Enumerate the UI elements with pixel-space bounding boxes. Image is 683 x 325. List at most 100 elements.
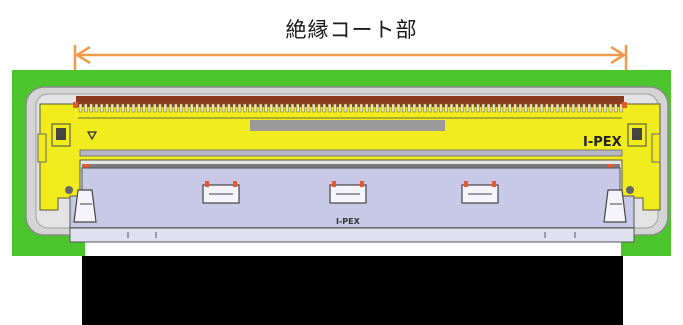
contact-pin (205, 103, 210, 113)
contact-pin (322, 103, 327, 113)
contact-pin (571, 103, 576, 113)
contact-pin (402, 103, 406, 113)
brand-mark-lower: I-PEX (336, 217, 361, 226)
contact-pin (364, 103, 369, 113)
contact-pin (391, 103, 395, 113)
contact-pin (137, 103, 141, 113)
contact-pin (227, 103, 231, 113)
actuator-latches (202, 181, 499, 204)
contact-pin (460, 103, 464, 113)
contact-pin (190, 103, 194, 113)
contact-pin (216, 103, 221, 113)
contact-pin (614, 103, 618, 113)
contact-pin (545, 103, 549, 113)
contact-pin (338, 103, 342, 113)
insulation-coat-label: 絶縁コート部 (285, 18, 418, 42)
contact-pin (290, 103, 295, 113)
contact-pin (195, 103, 199, 113)
contact-pin (465, 103, 470, 113)
contact-pin (343, 103, 348, 113)
contact-pin (508, 103, 512, 113)
contact-pin (285, 103, 289, 113)
contact-pin (481, 103, 486, 113)
contact-pin (598, 103, 602, 113)
contact-pin (566, 103, 570, 113)
contact-pin (248, 103, 252, 113)
contact-pin (534, 103, 539, 113)
contact-pin (423, 103, 427, 113)
contact-pin (428, 103, 433, 113)
contact-pin (253, 103, 258, 113)
contact-pin (354, 103, 358, 113)
contact-pin (280, 103, 284, 113)
contact-pin (449, 103, 454, 113)
contact-pin (349, 103, 353, 113)
contact-pin (243, 103, 247, 113)
contact-pin (592, 103, 597, 113)
contact-pin (258, 103, 263, 113)
contact-pin (327, 103, 332, 113)
contact-pin (211, 103, 215, 113)
contact-pin (497, 103, 501, 113)
contact-pin (174, 103, 178, 113)
contact-pin (555, 103, 560, 113)
contact-pin (386, 103, 390, 113)
contact-pin (232, 103, 236, 113)
contact-pin (301, 103, 305, 113)
contact-pin (78, 103, 83, 113)
contact-pin (492, 103, 496, 113)
contact-pin (513, 103, 517, 113)
contact-pin (317, 103, 321, 113)
contact-pin (439, 103, 443, 113)
contact-pin (370, 103, 374, 113)
contact-pin (184, 103, 189, 113)
contact-pin (221, 103, 226, 113)
contact-strip (76, 96, 624, 107)
contact-pin (476, 103, 480, 113)
contact-pin (126, 103, 130, 113)
contact-pin (529, 103, 533, 113)
contact-pin (274, 103, 279, 113)
contact-pin (142, 103, 146, 113)
contact-pin (110, 103, 115, 113)
contact-pin (311, 103, 316, 113)
contact-pin (417, 103, 422, 113)
contact-pin (264, 103, 268, 113)
contact-pin (550, 103, 554, 113)
contact-pin (147, 103, 152, 113)
contact-pin (306, 103, 311, 113)
pin1-marker (86, 131, 98, 141)
contact-pin (412, 103, 417, 113)
contact-pin (269, 103, 274, 113)
contact-pin (470, 103, 475, 113)
contact-pin (523, 103, 528, 113)
right-lock (626, 123, 661, 194)
contact-pin (582, 103, 586, 113)
contact-pin (380, 103, 385, 113)
contact-pin (163, 103, 168, 113)
contact-pin (396, 103, 401, 113)
contact-pin (359, 103, 364, 113)
contact-pin (200, 103, 205, 113)
right-holddown (603, 189, 627, 223)
contact-pin (84, 103, 88, 113)
contact-pin (576, 103, 581, 113)
contact-pin (561, 103, 565, 113)
left-lock (37, 123, 73, 194)
contact-pin (131, 103, 136, 113)
contact-pins (78, 103, 623, 113)
contact-pin (99, 103, 104, 113)
contact-pin (237, 103, 242, 113)
contact-pin (94, 103, 99, 113)
contact-pin (502, 103, 507, 113)
contact-pin (603, 103, 607, 113)
contact-pin (89, 103, 93, 113)
left-holddown (73, 189, 97, 223)
housing (39, 103, 661, 211)
contact-pin (433, 103, 438, 113)
contact-pin (455, 103, 459, 113)
brand-mark-upper: I-PEX (583, 135, 622, 150)
contact-pin (296, 103, 300, 113)
